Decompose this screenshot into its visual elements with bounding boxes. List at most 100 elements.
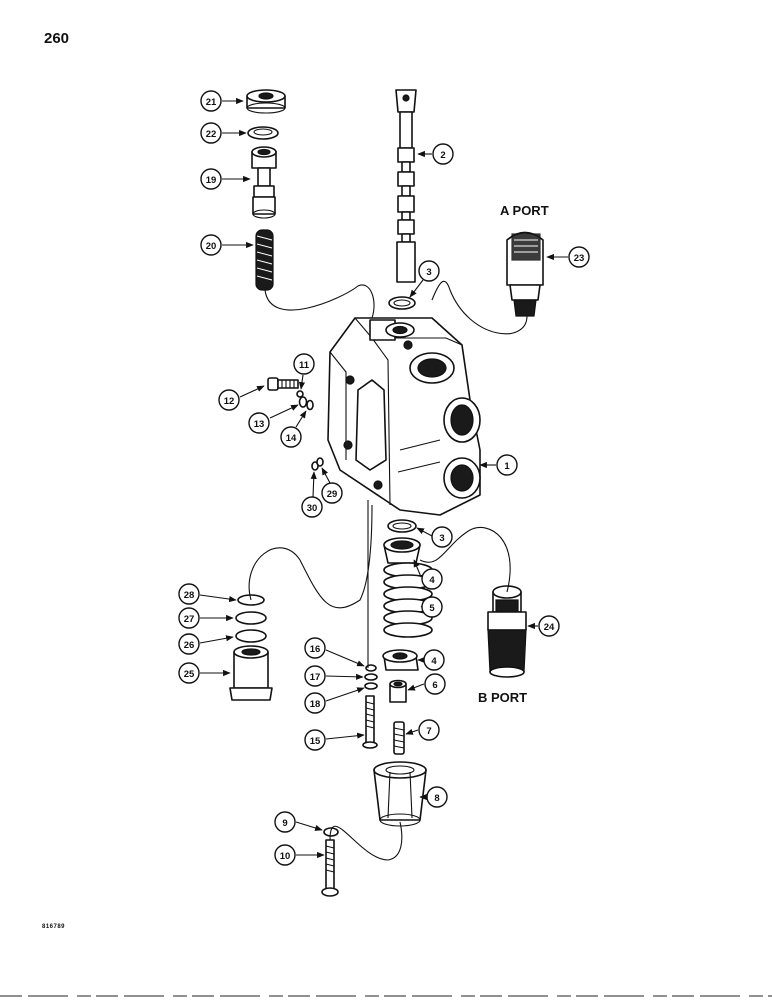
part-23-a-port-valve: [506, 231, 544, 317]
callout-16: 16: [304, 637, 365, 667]
callout-3-lower: 3: [416, 526, 453, 548]
callout-4-upper: 4: [413, 559, 443, 590]
svg-text:8: 8: [434, 793, 439, 804]
callout-15: 15: [304, 729, 365, 751]
connector-10-to-8: [329, 821, 403, 861]
svg-text:16: 16: [310, 644, 321, 655]
svg-text:9: 9: [282, 818, 287, 829]
svg-text:4: 4: [429, 575, 435, 586]
part-24-b-port-valve: [487, 585, 527, 678]
part-6-spacer: [389, 679, 407, 703]
callout-20: 20: [200, 234, 254, 256]
svg-text:3: 3: [426, 267, 431, 278]
part-18-seal: [364, 682, 378, 690]
svg-text:4: 4: [431, 656, 437, 667]
callout-24: 24: [527, 615, 560, 637]
page-number: 260: [44, 30, 70, 47]
svg-text:20: 20: [206, 241, 217, 252]
callout-29: 29: [321, 467, 343, 504]
svg-text:5: 5: [429, 603, 435, 614]
svg-text:19: 19: [206, 175, 217, 186]
part-26-o-ring: [235, 629, 267, 643]
b-port-label: B PORT: [478, 690, 528, 705]
svg-text:17: 17: [310, 672, 321, 683]
svg-text:27: 27: [184, 614, 195, 625]
callout-3-upper: 3: [409, 260, 440, 298]
callout-14: 14: [280, 410, 307, 448]
svg-text:15: 15: [310, 736, 321, 747]
part-14-seal: [306, 399, 314, 411]
callout-18: 18: [304, 687, 365, 714]
callout-11: 11: [293, 353, 315, 390]
callout-12: 12: [218, 385, 265, 411]
callout-28: 28: [178, 583, 237, 605]
part-11-ball: [296, 390, 304, 398]
callout-10: 10: [274, 844, 325, 866]
callout-9: 9: [274, 811, 323, 833]
a-port-label: A PORT: [500, 203, 549, 218]
callout-22: 22: [200, 122, 247, 144]
svg-text:1: 1: [504, 461, 510, 472]
callout-23: 23: [546, 246, 590, 268]
callouts: 21 22 19 20 2 3: [178, 90, 590, 866]
svg-text:6: 6: [432, 680, 437, 691]
part-3-lower-o-ring: [387, 519, 417, 533]
callout-7: 7: [405, 719, 440, 741]
svg-text:29: 29: [327, 489, 338, 500]
svg-text:30: 30: [307, 503, 318, 514]
part-27-o-ring: [235, 611, 267, 625]
svg-text:11: 11: [299, 360, 310, 371]
part-1-valve-body: [327, 317, 481, 516]
callout-8: 8: [419, 786, 448, 808]
svg-text:14: 14: [286, 433, 297, 444]
svg-text:23: 23: [574, 253, 585, 264]
part-17-o-ring: [364, 673, 378, 681]
svg-text:7: 7: [426, 726, 431, 737]
svg-text:26: 26: [184, 640, 195, 651]
svg-text:12: 12: [224, 396, 235, 407]
svg-text:28: 28: [184, 590, 195, 601]
svg-text:10: 10: [280, 851, 291, 862]
callout-26: 26: [178, 633, 234, 655]
svg-text:2: 2: [440, 150, 445, 161]
svg-text:3: 3: [439, 533, 444, 544]
callout-13: 13: [248, 404, 299, 434]
part-3-upper-o-ring: [388, 296, 416, 310]
connector-20-to-body: [264, 284, 375, 319]
svg-text:25: 25: [184, 669, 195, 680]
callout-27: 27: [178, 607, 234, 629]
part-21-plug: [246, 89, 286, 114]
part-25-plug: [229, 645, 273, 701]
svg-text:21: 21: [206, 97, 217, 108]
part-15-bolt: [362, 695, 378, 749]
part-29-seal: [316, 457, 324, 467]
part-2-spool: [395, 89, 417, 283]
part-10-bolt: [321, 839, 339, 897]
callout-25: 25: [178, 662, 231, 684]
connector-28-to-body: [248, 504, 373, 609]
part-20-spring: [255, 229, 274, 291]
callout-30: 30: [301, 471, 323, 518]
svg-text:18: 18: [310, 699, 321, 710]
part-4-lower-spring-seat: [382, 649, 419, 671]
connector-24-to-body: [419, 526, 511, 593]
part-4-upper-spring-seat: [383, 537, 421, 564]
drawing-code: 816789: [42, 924, 66, 930]
callout-19: 19: [200, 168, 251, 190]
connector-23-to-body: [431, 280, 528, 335]
callout-17: 17: [304, 665, 364, 687]
svg-text:13: 13: [254, 419, 265, 430]
callout-1: 1: [479, 454, 518, 476]
part-12-plug: [267, 377, 299, 391]
part-5-spring: [383, 562, 433, 638]
part-19-poppet: [251, 146, 277, 219]
svg-text:22: 22: [206, 129, 217, 140]
callout-21: 21: [200, 90, 244, 112]
part-7-screw: [393, 721, 405, 755]
part-13-o-ring: [298, 396, 308, 408]
callout-6: 6: [407, 673, 446, 695]
callout-5: 5: [420, 596, 443, 618]
callout-2: 2: [417, 143, 454, 165]
callout-4-lower: 4: [417, 649, 445, 671]
